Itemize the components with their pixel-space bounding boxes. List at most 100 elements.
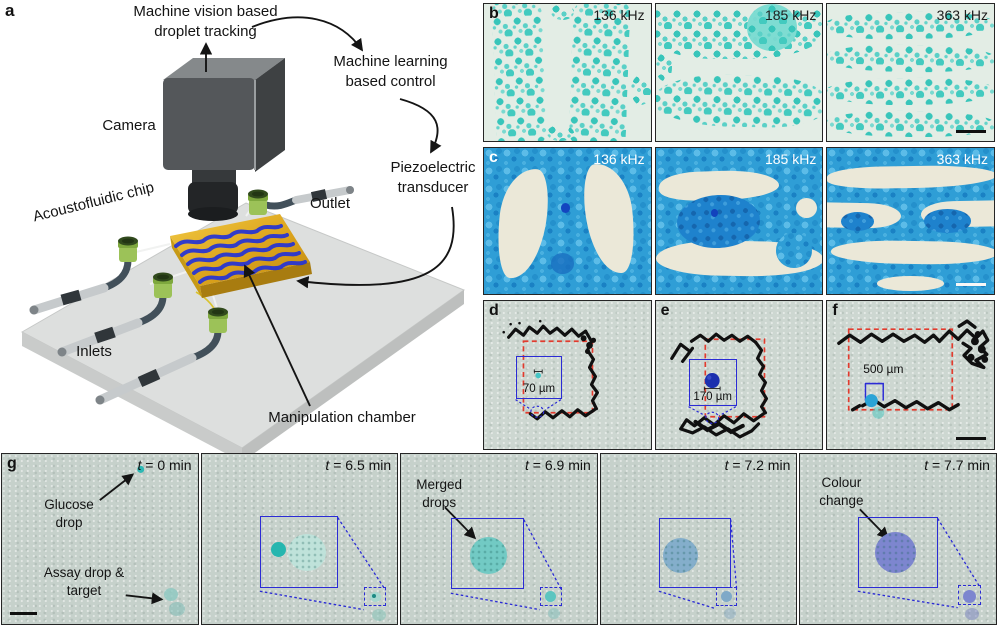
micrograph-b-136khz: b 136 kHz xyxy=(483,3,652,142)
magnifier-box xyxy=(658,518,731,588)
assay-droplet-ghost xyxy=(169,602,185,616)
frame-t6-5-graphics xyxy=(259,517,386,611)
time-label: t = 6.9 min xyxy=(525,457,591,473)
droplet-ghost xyxy=(371,609,386,621)
frame-t7-2: t = 7.2 min xyxy=(599,453,798,625)
small-droplet-dot xyxy=(371,594,376,598)
measure-bracket xyxy=(533,369,543,374)
droplet-band xyxy=(827,109,995,139)
inset-box xyxy=(516,356,562,399)
frame-t7-2-graphics xyxy=(658,519,738,610)
arrow-tracking-to-ml xyxy=(251,16,364,52)
size-label: 170 µm xyxy=(693,391,732,403)
colour-changed-droplet xyxy=(875,532,917,573)
assay-droplet xyxy=(164,588,178,601)
frame-t7-7-graphics xyxy=(858,508,982,609)
magnifier-connector-lines xyxy=(450,519,563,611)
outlet-label: Outlet xyxy=(309,195,351,212)
droplet-cluster xyxy=(630,75,651,106)
magnifier-connector-lines xyxy=(687,406,736,424)
frame-t6-9: t = 6.9 min Merged drops xyxy=(400,453,598,625)
micrograph-c-185khz: 185 kHz xyxy=(654,147,824,295)
panel-f-letter: f xyxy=(832,302,838,319)
measure-box xyxy=(865,382,885,401)
time-label: t = 0 min xyxy=(137,457,192,473)
magnifier-connector-lines xyxy=(658,519,738,610)
panel-d-letter: d xyxy=(489,302,499,319)
dark-droplet xyxy=(560,203,570,213)
piezo-transducer-label: Piezoelectric transducer xyxy=(390,159,476,196)
panel-c: c 136 kHz 185 kHz 363 kHz xyxy=(483,147,996,295)
scale-bar xyxy=(10,612,37,615)
droplet-ghost xyxy=(723,608,736,619)
magnifier-connector-lines xyxy=(259,517,386,611)
frequency-label: 363 kHz xyxy=(936,7,989,23)
frequency-label: 136 kHz xyxy=(593,7,645,23)
trace-blob xyxy=(967,331,989,363)
chip-illustration xyxy=(170,214,312,298)
droplet-cluster xyxy=(747,4,798,51)
panel-b-letter: b xyxy=(489,5,499,22)
glucose-arrow xyxy=(99,473,135,501)
arrow-chamber-pointer xyxy=(243,264,311,407)
fittings-illustration xyxy=(118,189,268,333)
trajectory-e: 170 µm e xyxy=(654,300,824,450)
red-dashed-square xyxy=(848,328,954,411)
merged-droplet xyxy=(470,537,508,574)
glucose-droplet xyxy=(137,465,145,473)
droplet-cluster xyxy=(550,4,574,21)
micrograph-c-363khz: 363 kHz xyxy=(826,147,996,295)
tracked-droplet xyxy=(865,394,879,408)
frequency-label: 185 kHz xyxy=(764,151,817,167)
pressure-node-void xyxy=(877,276,944,292)
camera-illustration xyxy=(163,58,285,221)
time-label: t = 7.2 min xyxy=(724,457,791,473)
colour-change-label: Colour change xyxy=(819,475,864,508)
frame-t0: g t = 0 min Glucose drop Assay drop & ta… xyxy=(1,453,199,625)
arrow-piezo-to-chip xyxy=(296,206,455,289)
machine-vision-label: Machine vision based droplet tracking xyxy=(133,3,278,40)
panel-e-letter: e xyxy=(660,302,670,319)
frequency-label: 136 kHz xyxy=(593,151,645,167)
setup-3d-illustration xyxy=(20,16,466,453)
tubing-illustration xyxy=(29,186,354,405)
micrograph-b-185khz: 185 kHz xyxy=(654,3,824,142)
trajectory-d-graphics xyxy=(502,319,599,421)
trajectory-d: 70 µm d xyxy=(483,300,652,450)
inlets-label: Inlets xyxy=(76,343,112,360)
assay-droplet xyxy=(287,534,326,571)
trajectory-f-graphics xyxy=(837,319,990,419)
scale-bar xyxy=(956,129,987,133)
micrograph-b-363khz: 363 kHz xyxy=(826,3,996,142)
dark-droplet xyxy=(550,253,574,274)
magnifier-box xyxy=(451,518,525,589)
tracked-droplet-ghost xyxy=(872,406,885,419)
droplet-cluster xyxy=(547,124,574,141)
panel-a-letter: a xyxy=(5,1,15,20)
panel-g-letter: g xyxy=(7,455,17,472)
magnifier-connector-lines xyxy=(858,518,982,609)
magnifier-box xyxy=(259,516,338,588)
droplet-ghost xyxy=(965,608,980,620)
dense-droplet-oval xyxy=(924,209,971,233)
manipulation-chamber-label: Manipulation chamber xyxy=(268,409,416,426)
panel-c-letter: c xyxy=(489,149,498,166)
droplet-band xyxy=(827,76,995,107)
droplet-ghost xyxy=(548,608,561,619)
magnifier-target-box xyxy=(715,587,737,606)
colour-change-arrow xyxy=(859,508,890,540)
magnifier-target-box xyxy=(958,585,982,605)
dense-droplet-oval xyxy=(840,212,874,232)
panel-g: g t = 0 min Glucose drop Assay drop & ta… xyxy=(1,453,997,625)
frequency-label: 185 kHz xyxy=(764,7,817,23)
droplet-trace-dense xyxy=(693,419,745,435)
transducer-stripes xyxy=(174,224,307,284)
time-label: t = 7.7 min xyxy=(924,457,990,473)
trajectory-f: 500 µm f xyxy=(826,300,996,450)
frame-t6-5: t = 6.5 min xyxy=(200,453,399,625)
merged-arrow xyxy=(444,506,477,540)
scale-bar xyxy=(956,436,987,440)
trace-dots xyxy=(502,319,597,354)
tracked-droplet xyxy=(535,372,542,379)
